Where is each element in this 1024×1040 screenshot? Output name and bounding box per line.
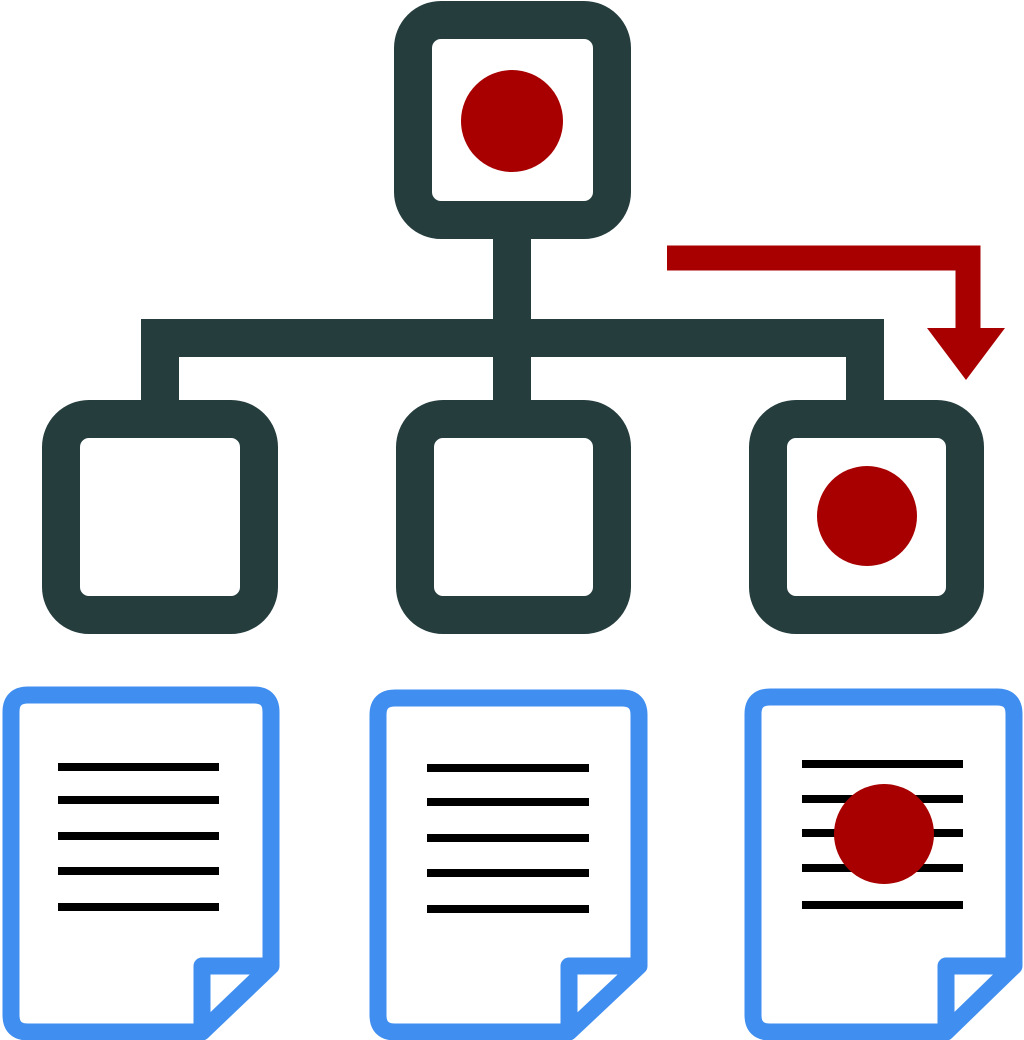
document-icon [369, 689, 648, 1040]
child-node-3 [749, 400, 984, 634]
child-node-2 [396, 400, 631, 634]
square-node-icon [396, 400, 631, 634]
arrow-head [927, 328, 1005, 380]
page-fold-corner [937, 957, 1014, 1032]
bent-arrow-down-icon [667, 245, 1005, 380]
document-text-lines [427, 764, 589, 913]
square-node-icon [42, 400, 278, 634]
connector-lines [141, 238, 884, 402]
document-text-lines [58, 763, 219, 911]
arrow-shaft [667, 245, 981, 334]
page-fold-corner [560, 957, 639, 1032]
document-3 [744, 688, 1023, 1040]
page-fold-corner [193, 957, 271, 1032]
document-1 [2, 686, 280, 1040]
document-icon [2, 686, 280, 1040]
root-marker-dot [461, 70, 563, 172]
document-2 [369, 689, 648, 1040]
child-marker-dot [817, 466, 917, 566]
document-marker-dot [834, 784, 934, 884]
child-node-1 [42, 400, 278, 634]
root-node [394, 1, 631, 239]
